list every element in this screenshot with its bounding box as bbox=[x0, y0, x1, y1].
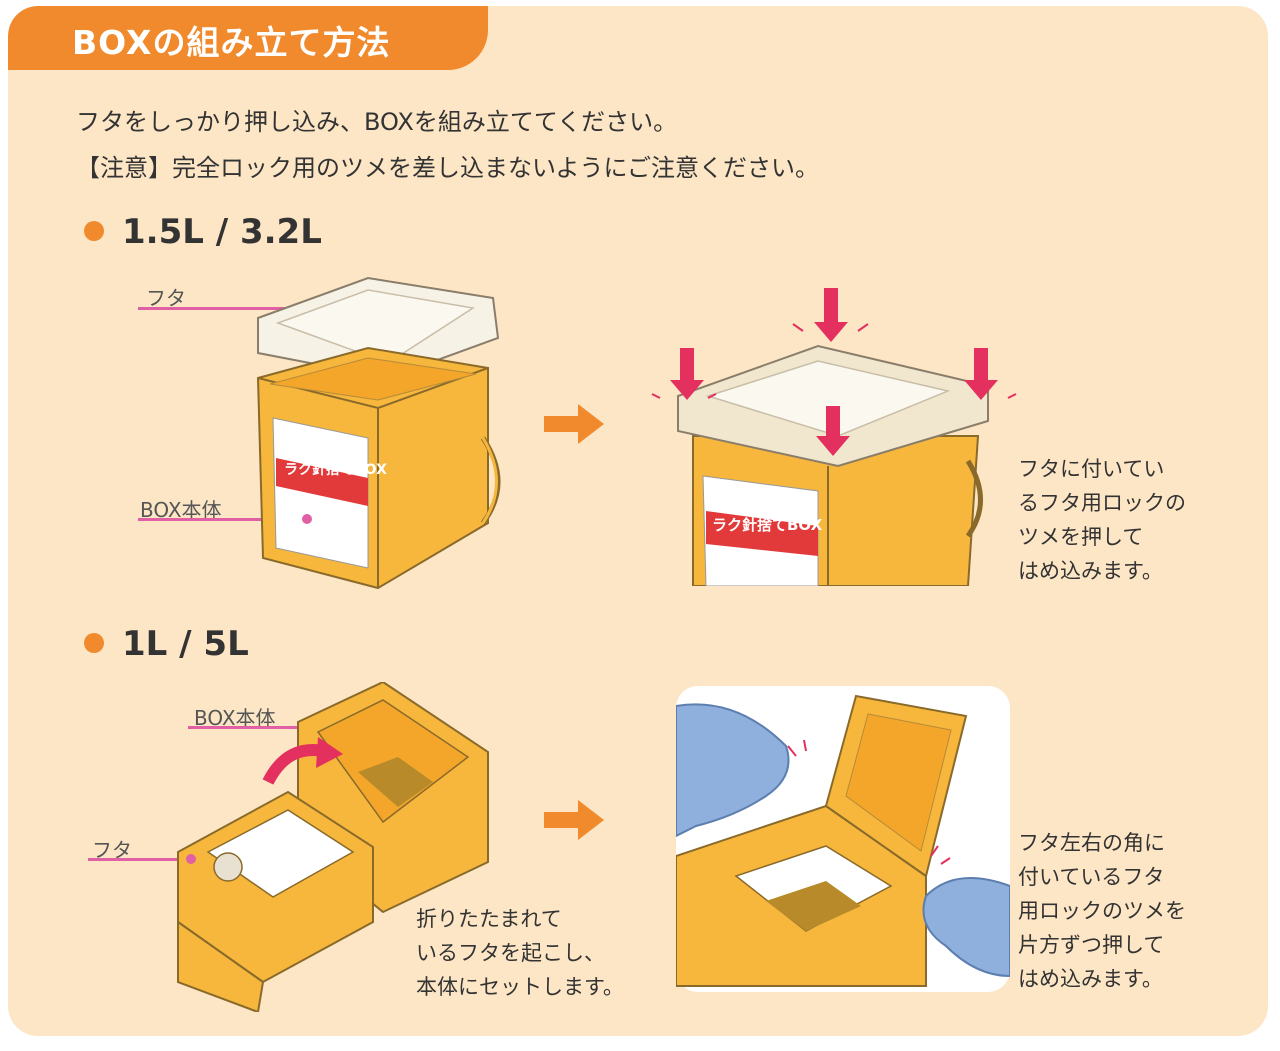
section-heading-1-text: 1.5L / 3.2L bbox=[122, 212, 322, 252]
note-section-2-left: 折りたたまれて いるフタを起こし、 本体にセットします。 bbox=[416, 907, 624, 999]
leader-line-body-1 bbox=[138, 518, 306, 521]
section-heading-2-text: 1L / 5L bbox=[122, 624, 249, 664]
arrow-right-icon bbox=[544, 800, 604, 840]
label-lid-1: フタ bbox=[146, 286, 186, 310]
leader-line-lid-2 bbox=[88, 858, 188, 861]
section-heading-2: 1L / 5L bbox=[84, 624, 249, 664]
intro-line-1: フタをしっかり押し込み、BOXを組み立ててください。 bbox=[76, 108, 678, 136]
note-section-1: フタに付いてい るフタ用ロックの ツメを押して はめ込みます。 bbox=[1018, 457, 1186, 583]
section-heading-1: 1.5L / 3.2L bbox=[84, 212, 322, 252]
instruction-card: BOXの組み立て方法 フタをしっかり押し込み、BOXを組み立ててください。 【注… bbox=[8, 6, 1268, 1036]
page-title: BOXの組み立て方法 bbox=[72, 23, 391, 62]
product-label-text-2: ラク針捨てBOX bbox=[712, 516, 823, 534]
bullet-dot bbox=[84, 220, 104, 241]
leader-dot-body-1 bbox=[302, 514, 312, 524]
bullet-dot bbox=[84, 632, 104, 653]
fold-lid-illustration bbox=[177, 682, 489, 1012]
intro-line-2: 【注意】完全ロック用のツメを差し込まないようにご注意ください。 bbox=[76, 154, 820, 182]
lock-tab-illustration bbox=[676, 686, 1010, 992]
title-tab: BOXの組み立て方法 bbox=[8, 6, 488, 70]
note-section-2-right: フタ左右の角に 付いているフタ 用ロックのツメを 片方ずつ押して はめ込みます。 bbox=[1018, 831, 1186, 991]
press-arrow-icon bbox=[670, 288, 998, 456]
leader-dot-lid-2 bbox=[186, 854, 196, 864]
lid-press-illustration: ラク針捨てBOX bbox=[651, 288, 1017, 586]
leader-line-lid-1 bbox=[138, 307, 366, 310]
leader-line-body-2 bbox=[188, 726, 364, 729]
product-label-text-1: ラク針捨てBOX bbox=[284, 461, 387, 478]
arrow-right-icon bbox=[544, 404, 604, 444]
box-and-lid-illustration: ラク針捨てBOX bbox=[256, 276, 501, 590]
